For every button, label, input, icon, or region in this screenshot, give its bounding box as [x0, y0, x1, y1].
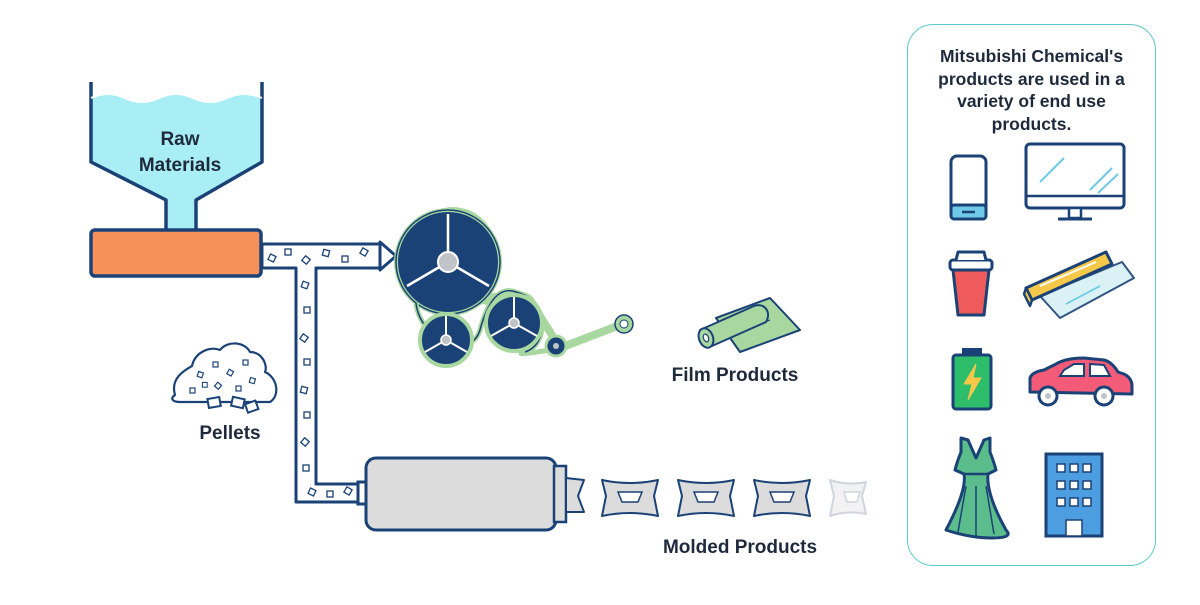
battery-icon	[951, 348, 993, 411]
molded-products-label: Molded Products	[662, 537, 818, 558]
molded-trays	[565, 477, 867, 517]
molding-machine	[364, 456, 568, 532]
molded-tray	[677, 479, 735, 517]
wrap-film-icon	[1022, 250, 1135, 319]
dress-icon	[944, 436, 1010, 540]
raw-materials-label: Raw Materials	[130, 127, 230, 179]
raw-materials-label-line1: Raw	[160, 129, 200, 150]
end-use-products-panel: Mitsubishi Chemical's products are used …	[907, 24, 1156, 566]
film-products-label: Film Products	[671, 365, 799, 386]
molded-tray-partial	[565, 477, 585, 513]
smartphone-icon	[949, 154, 988, 221]
molded-tray	[753, 479, 811, 517]
building-icon	[1044, 452, 1104, 538]
film-roll-icon	[697, 297, 801, 353]
panel-title-line3: variety of end use	[957, 91, 1106, 111]
cup-icon	[948, 250, 994, 317]
extruder-block	[89, 228, 263, 278]
raw-materials-label-line2: Materials	[138, 155, 222, 176]
hopper	[89, 82, 264, 230]
car-icon	[1028, 356, 1134, 407]
pellet-pile	[171, 342, 278, 415]
monitor-icon	[1024, 142, 1126, 221]
molded-tray-faded	[829, 479, 867, 517]
pellets-label: Pellets	[199, 423, 261, 444]
panel-title-line1: Mitsubishi Chemical's	[939, 46, 1124, 66]
panel-title: Mitsubishi Chemical's products are used …	[908, 45, 1155, 135]
panel-title-line2: products are used in a	[938, 68, 1125, 89]
molded-tray	[601, 479, 659, 517]
panel-title-line4: products.	[991, 113, 1072, 134]
film-roller-machine	[394, 207, 634, 368]
